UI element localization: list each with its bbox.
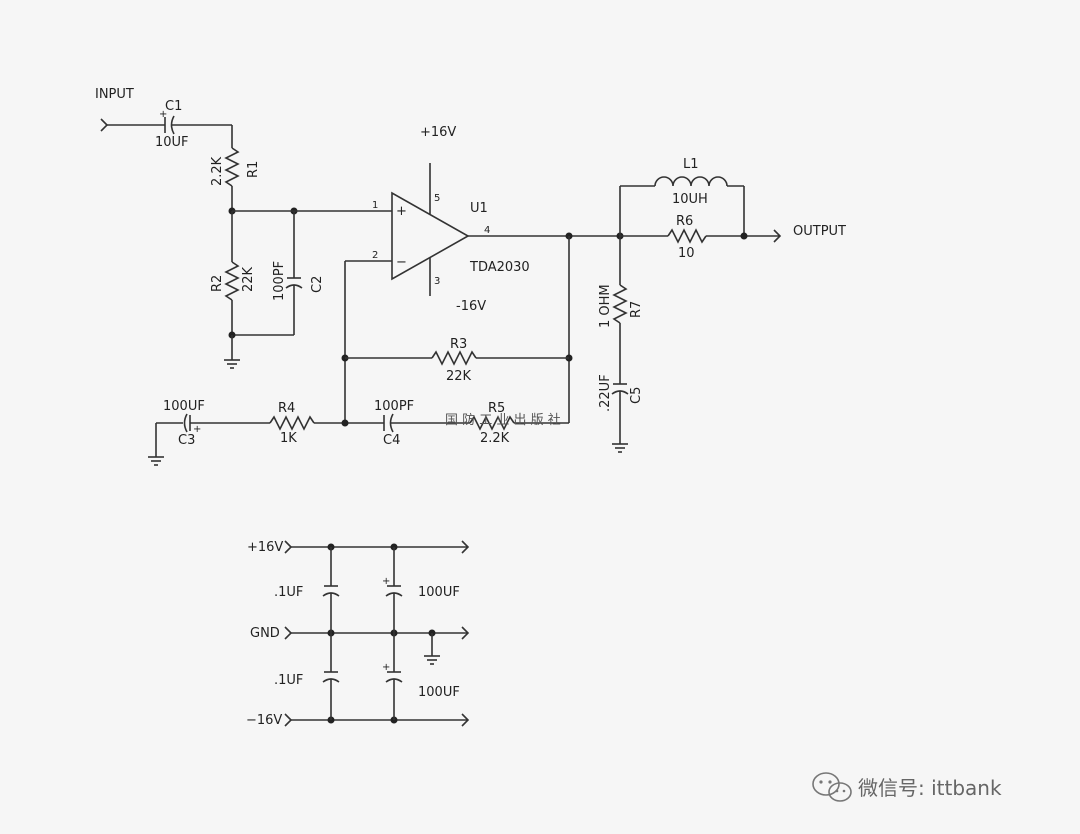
- r2-value: 22K: [241, 266, 256, 292]
- capacitor-c4: [383, 413, 470, 433]
- pin-3: 3: [434, 276, 440, 287]
- supply-cap-top-large-label: 100UF: [418, 585, 460, 600]
- c3-label: C3: [178, 433, 195, 448]
- c3-value: 100UF: [163, 399, 205, 414]
- opamp-plus: +: [396, 204, 407, 219]
- r4-label: R4: [278, 401, 295, 416]
- capacitor-bottom-large: [385, 633, 403, 720]
- pin-2: 2: [372, 250, 378, 261]
- c4-label: C4: [383, 433, 400, 448]
- l1-label: L1: [683, 157, 699, 172]
- cap-bottom-large-plus: +: [382, 662, 390, 673]
- r6-value: 10: [678, 246, 695, 261]
- resistor-r6: [620, 228, 780, 244]
- publisher-watermark: 国 防 工 业 出 版 社: [445, 412, 561, 428]
- r7-label: R7: [629, 301, 644, 318]
- ground-symbol: [148, 423, 164, 466]
- r5-value: 2.2K: [480, 431, 510, 446]
- u1-part: TDA2030: [469, 260, 530, 275]
- c1-value: 10UF: [155, 135, 189, 150]
- brand-text: 微信号: ittbank: [858, 776, 1002, 800]
- capacitor-c2: [285, 211, 303, 335]
- capacitor-c1: [164, 115, 232, 135]
- supply-rail-plus: [284, 540, 470, 554]
- supply-cap-bottom-small-label: .1UF: [274, 673, 303, 688]
- c5-label: C5: [629, 387, 644, 404]
- r1-label: R1: [246, 161, 261, 178]
- output-terminal: [773, 229, 782, 243]
- pin-5: 5: [434, 193, 440, 204]
- supply-cap-bottom-large-label: 100UF: [418, 685, 460, 700]
- r3-label: R3: [450, 337, 467, 352]
- ground-symbol: [424, 633, 440, 665]
- opamp-u1: [391, 163, 620, 296]
- c5-value: .22UF: [598, 374, 613, 412]
- cap-top-large-plus: +: [382, 576, 390, 587]
- resistor-r1: [224, 125, 240, 211]
- r2-label: R2: [210, 275, 225, 292]
- supply-vminus-label: −16V: [246, 713, 282, 728]
- node: [341, 419, 349, 427]
- capacitor-c3: [156, 413, 270, 433]
- supply-gnd-label: GND: [250, 626, 280, 641]
- supply-vplus-label: +16V: [247, 540, 283, 555]
- input-terminal: [100, 118, 165, 132]
- c2-value: 100PF: [272, 261, 287, 301]
- opamp-minus: −: [396, 255, 407, 270]
- c1-plus: +: [159, 109, 167, 120]
- resistor-r7: [612, 236, 628, 384]
- r5-label: R5: [488, 401, 505, 416]
- c3-plus: +: [193, 424, 201, 435]
- ground-symbol: [224, 335, 240, 369]
- u1-label: U1: [470, 201, 488, 216]
- c1-label: C1: [165, 99, 182, 114]
- pin-1: 1: [372, 200, 378, 211]
- c4-value: 100PF: [374, 399, 414, 414]
- r4-value: 1K: [280, 431, 297, 446]
- capacitor-top-large: [385, 547, 403, 633]
- r6-label: R6: [676, 214, 693, 229]
- r7-value: 1 OHM: [598, 284, 613, 328]
- capacitor-top-small: [322, 547, 340, 633]
- resistor-r5: [469, 415, 569, 431]
- wechat-icon: [812, 772, 852, 802]
- vplus-label: +16V: [420, 125, 456, 140]
- c2-label: C2: [310, 276, 325, 293]
- supply-cap-top-small-label: .1UF: [274, 585, 303, 600]
- pin-4: 4: [484, 225, 490, 236]
- r3-value: 22K: [446, 369, 472, 384]
- resistor-r3: [345, 350, 569, 366]
- resistor-r4: [269, 415, 384, 431]
- capacitor-c5: [611, 383, 629, 453]
- supply-rail-minus: [284, 713, 470, 727]
- r1-value: 2.2K: [210, 156, 225, 186]
- resistor-r2: [224, 211, 240, 335]
- output-label: OUTPUT: [793, 224, 846, 239]
- vminus-label: -16V: [456, 299, 486, 314]
- node: [740, 232, 748, 240]
- l1-value: 10UH: [672, 192, 708, 207]
- inductor-l1: [619, 176, 745, 236]
- capacitor-bottom-small: [322, 633, 340, 720]
- supply-rail-gnd: [284, 626, 470, 640]
- input-label: INPUT: [95, 87, 134, 102]
